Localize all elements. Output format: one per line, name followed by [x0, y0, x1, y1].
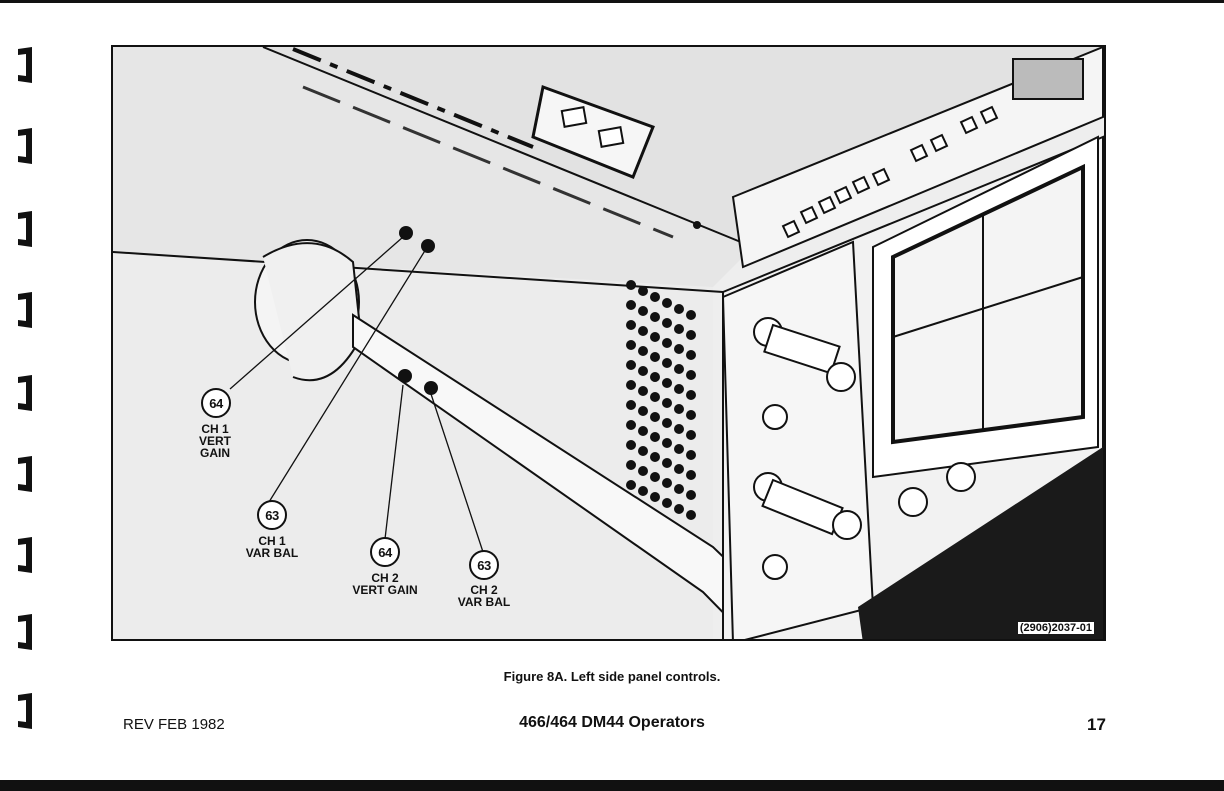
binder-bracket-icon — [14, 290, 38, 330]
binder-bracket-icon — [14, 126, 38, 166]
callout-label: CH 1 VAR BAL — [225, 535, 319, 559]
callout-number: 64 — [370, 537, 400, 567]
top-rule — [0, 0, 1224, 3]
binder-bracket-icon — [14, 535, 38, 575]
binder-bracket-icon — [14, 45, 38, 85]
page-number: 17 — [1087, 715, 1106, 735]
binder-bracket-icon — [14, 612, 38, 652]
footer-manual-title: 466/464 DM44 Operators — [0, 714, 1224, 732]
binder-bracket-icon — [14, 373, 38, 413]
binder-bracket-icon — [14, 454, 38, 494]
callout-number: 63 — [469, 550, 499, 580]
callout-label: CH 2 VERT GAIN — [333, 572, 437, 596]
binder-bracket-icon — [14, 209, 38, 249]
figure-id: (2906)2037-01 — [1018, 622, 1094, 634]
figure-caption: Figure 8A. Left side panel controls. — [0, 669, 1224, 684]
bottom-rule — [0, 780, 1224, 791]
callout-number: 63 — [257, 500, 287, 530]
callout-label: CH 2 VAR BAL — [443, 584, 525, 608]
callout-number: 64 — [201, 388, 231, 418]
figure-oscilloscope-side-panel: 64 CH 1 VERT GAIN 63 CH 1 VAR BAL 64 CH … — [111, 45, 1106, 641]
callout-label: CH 1 VERT GAIN — [185, 423, 245, 459]
